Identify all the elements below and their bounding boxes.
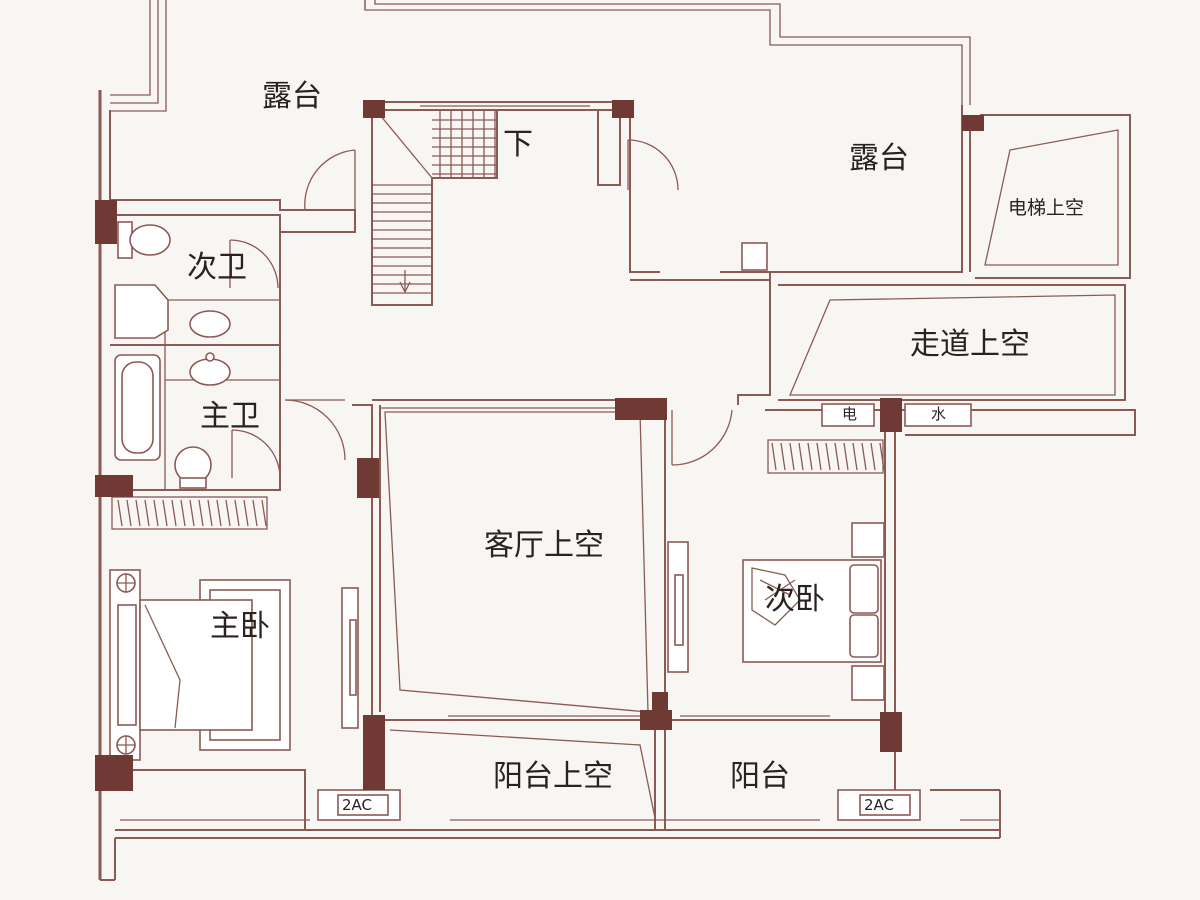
stair (371, 110, 498, 306)
second-bedroom-label: 次卧 (765, 582, 825, 617)
structural-columns (95, 100, 984, 791)
right-terrace-walls (597, 105, 1136, 436)
master-bedroom-label: 主卧 (210, 609, 270, 644)
balcony-label: 阳台 (730, 759, 790, 794)
corridor-void-label: 走道上空 (910, 327, 1030, 362)
electric-label: 电 (842, 405, 858, 423)
terrace-left-label: 露台 (262, 79, 322, 114)
master-bedroom-furniture (109, 569, 359, 830)
stair-down-label: 下 (503, 127, 533, 162)
terrace-right-label: 露台 (849, 141, 909, 176)
living-void-label: 客厅上空 (484, 528, 604, 563)
elevator-void-label: 电梯上空 (1008, 197, 1085, 219)
bath-block (110, 214, 346, 530)
master-bath-label: 主卫 (200, 399, 260, 434)
water-label: 水 (931, 405, 947, 423)
ac-left-label: 2AC (342, 796, 373, 814)
balcony-void-label: 阳台上空 (493, 759, 613, 794)
top-interior-walls (110, 101, 679, 233)
top-terrace-outline (110, 0, 971, 112)
ac-right-label: 2AC (864, 796, 895, 814)
balcony-walls (317, 715, 921, 830)
second-bath-label: 次卫 (187, 250, 247, 285)
